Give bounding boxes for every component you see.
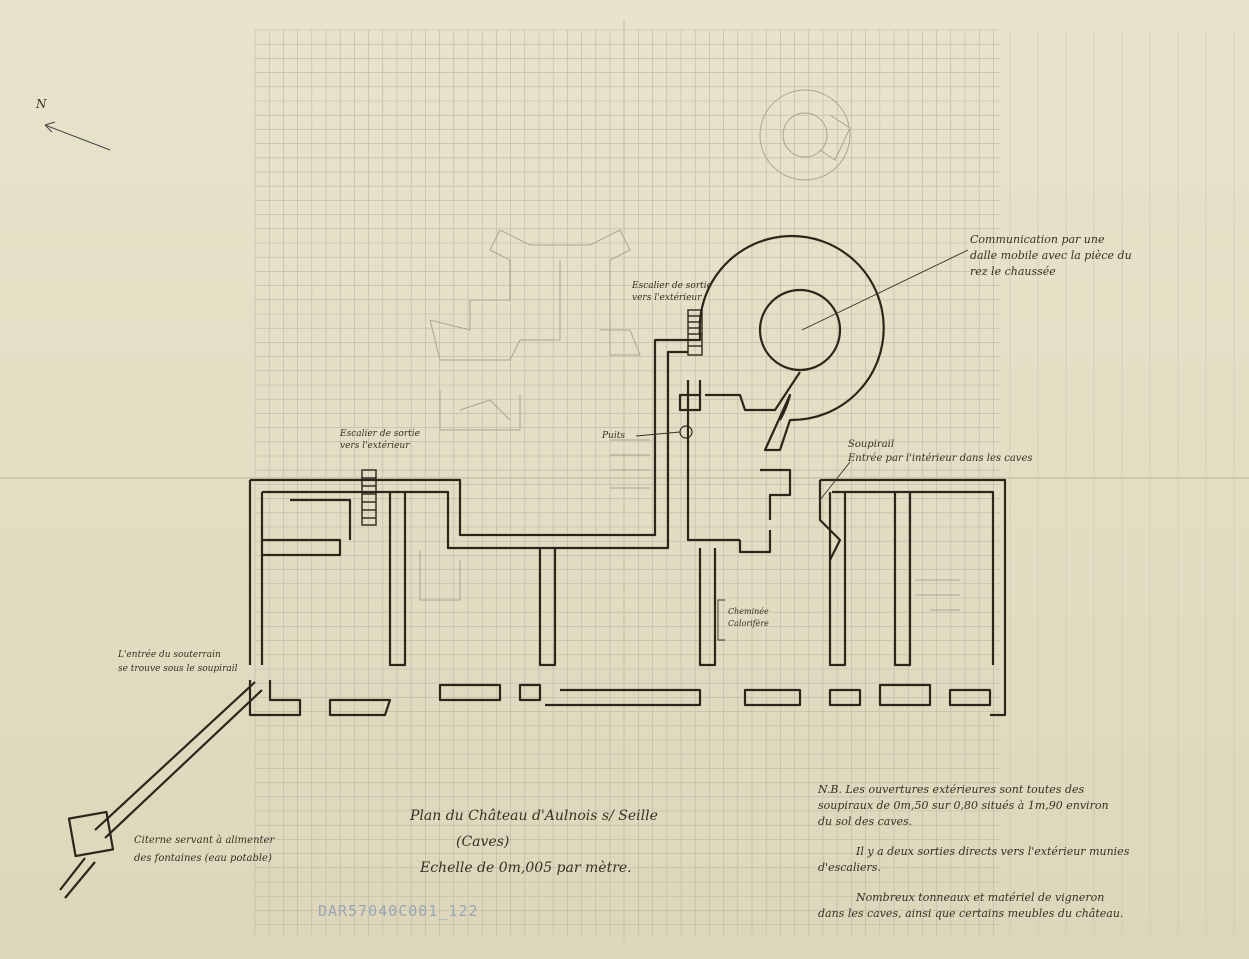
chimney-label: Cheminée Calorifère	[728, 606, 769, 630]
plan-title: Plan du Château d'Aulnois s/ Seille	[410, 808, 658, 824]
note-line: Nombreux tonneaux et matériel de vignero…	[856, 891, 1105, 904]
label-line: Cheminée	[728, 607, 769, 616]
label-line: L'entrée du souterrain	[118, 650, 221, 660]
soupirail-label: Soupirail Entrée par l'intérieur dans le…	[848, 438, 1033, 466]
note-line: dans les caves, ainsi que certains meubl…	[818, 907, 1124, 920]
well-label: Puits	[602, 431, 625, 441]
label-line: Calorifère	[728, 619, 769, 628]
stair-left-label: Escalier de sortie vers l'extérieur	[340, 428, 420, 452]
north-arrow-icon	[44, 121, 111, 151]
tunnel-label: L'entrée du souterrain se trouve sous le…	[118, 648, 238, 676]
note-line: Il y a deux sorties directs vers l'extér…	[856, 845, 1130, 858]
nb-notes: N.B. Les ouvertures extérieures sont tou…	[818, 782, 1129, 922]
note-line: soupiraux de 0m,50 sur 0,80 situés à 1m,…	[818, 799, 1109, 812]
tower-note: Communication par une dalle mobile avec …	[970, 232, 1132, 280]
label-line: vers l'extérieur	[340, 441, 410, 451]
tower-note-line: rez le chaussée	[970, 265, 1056, 278]
label-line: Escalier de sortie	[340, 429, 420, 439]
stairs-top	[687, 309, 703, 356]
leader-lines	[635, 249, 969, 641]
note-line: du sol des caves.	[818, 815, 913, 828]
north-label: N	[36, 97, 47, 111]
stairs-left	[361, 469, 377, 526]
graph-grid	[254, 29, 1235, 935]
plan-scale: Echelle de 0m,005 par mètre.	[420, 860, 632, 876]
cistern-label: Citerne servant à alimenter des fontaine…	[134, 832, 274, 868]
label-line: des fontaines (eau potable)	[134, 853, 272, 864]
stair-top-label: Escalier de sortie vers l'extérieur	[632, 280, 712, 304]
plan-subtitle: (Caves)	[456, 834, 510, 850]
label-line: Soupirail	[848, 439, 895, 450]
note-line: N.B. Les ouvertures extérieures sont tou…	[818, 783, 1085, 796]
label-line: Escalier de sortie	[632, 281, 712, 291]
cave-walls	[59, 234, 1007, 899]
label-line: se trouve sous le soupirail	[118, 664, 238, 674]
archive-stamp: DAR57040C001_122	[318, 902, 479, 920]
note-line: d'escaliers.	[818, 861, 881, 874]
label-line: Entrée par l'intérieur dans les caves	[848, 453, 1033, 464]
tower-note-line: dalle mobile avec la pièce du	[970, 249, 1132, 262]
pencil-sketch	[419, 89, 960, 611]
label-line: vers l'extérieur	[632, 293, 702, 303]
label-line: Citerne servant à alimenter	[134, 835, 275, 846]
tower-note-line: Communication par une	[970, 233, 1105, 246]
